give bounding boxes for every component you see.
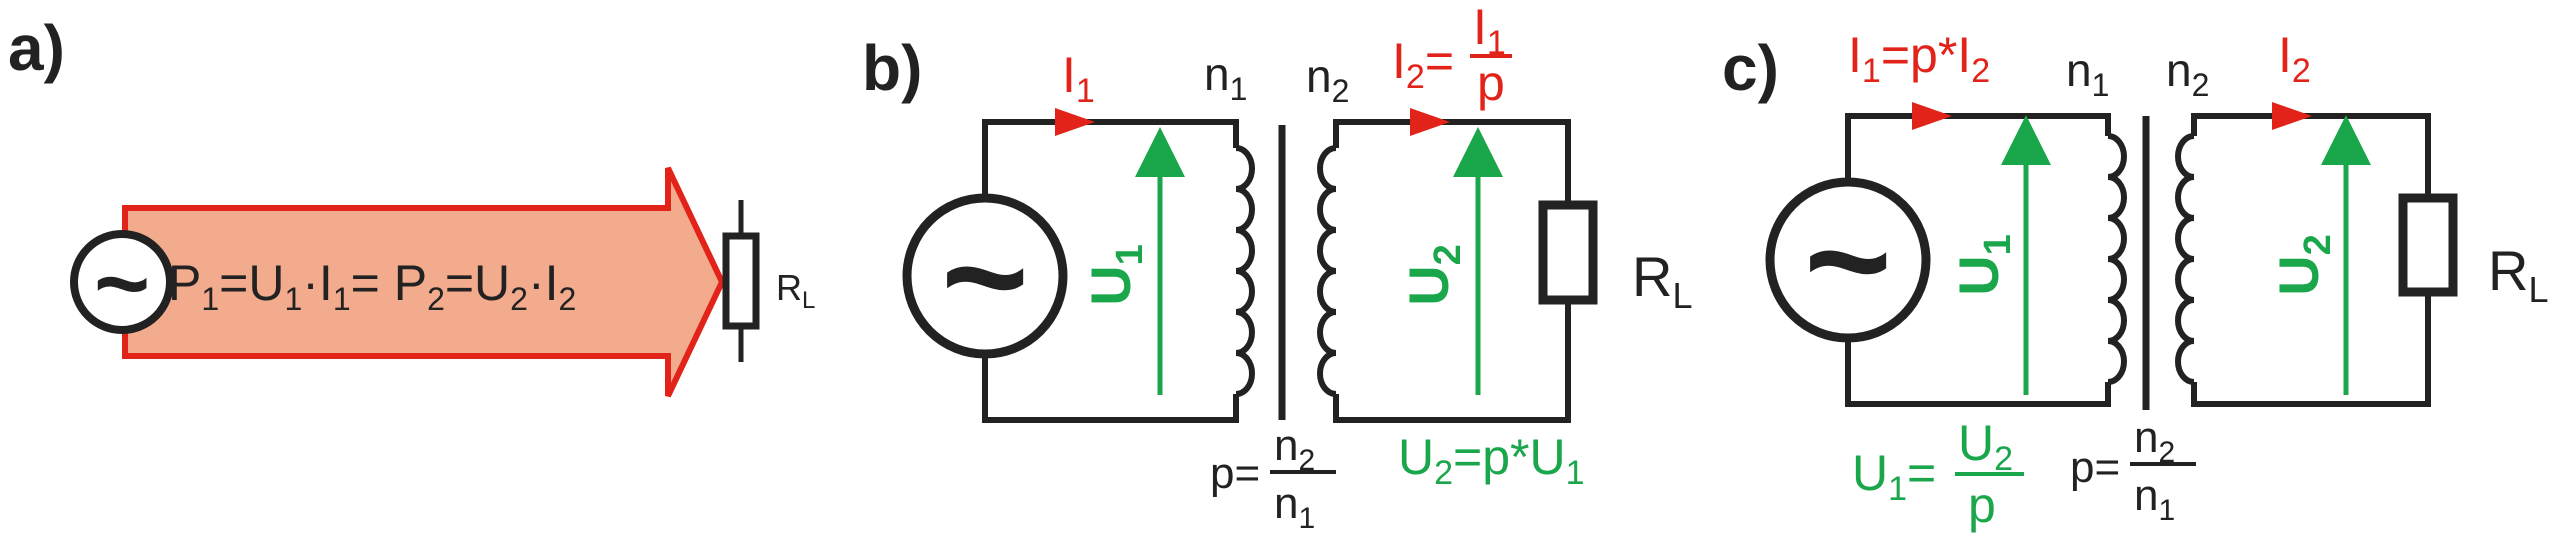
panel-b-u2-label: U2 — [1397, 244, 1469, 306]
panel-b-label: b) — [862, 32, 922, 104]
svg-text:p: p — [1477, 55, 1505, 111]
power-flow-arrow — [122, 166, 726, 398]
svg-text:U1=: U1= — [1852, 445, 1936, 508]
panel-c-n1-label: n1 — [2066, 44, 2109, 103]
panel-b-ac-source-icon: ~ — [902, 192, 1068, 360]
panel-b-i2-arrow — [1410, 108, 1450, 136]
svg-text:n2: n2 — [2134, 413, 2175, 469]
panel-c-i1-formula: I1=p*I2 — [1848, 27, 1990, 90]
panel-b-load-label: RL — [1632, 245, 1692, 316]
panel-b-i1-arrow — [1055, 108, 1095, 136]
panel-c-load-resistor — [2398, 193, 2458, 297]
panel-c-n2-label: n2 — [2166, 44, 2209, 103]
panel-b-n2-label: n2 — [1306, 50, 1349, 109]
svg-text:~: ~ — [1804, 176, 1892, 344]
panel-b-u2-formula: U2=p*U1 — [1398, 429, 1585, 492]
svg-text:~: ~ — [94, 230, 150, 337]
panel-b-u1-label: U1 — [1079, 244, 1151, 306]
panel-a-ac-source-icon: ~ — [70, 230, 174, 337]
panel-b-primary-circuit — [982, 119, 1255, 423]
panel-c-u1-formula: U1= U2 p — [1852, 415, 2024, 533]
panel-b-i1-label: I1 — [1062, 47, 1095, 110]
panel-c-turns-ratio-formula: p= n2 n1 — [2070, 413, 2196, 527]
panel-b-secondary-circuit — [1317, 119, 1571, 423]
panel-a-load-resistor — [722, 200, 760, 362]
panel-c-i1-arrow — [1912, 102, 1952, 130]
panel-b-load-resistor — [1538, 200, 1598, 305]
panel-c-label: c) — [1722, 32, 1779, 104]
svg-text:U2: U2 — [1958, 415, 2013, 478]
panel-c-u2-label: U2 — [2267, 234, 2339, 296]
svg-text:I1: I1 — [1473, 0, 1506, 62]
panel-a-label: a) — [8, 12, 65, 84]
svg-text:p=: p= — [2070, 443, 2120, 492]
panel-c-ac-source-icon: ~ — [1765, 176, 1931, 344]
panel-c: c) ~ RL I1=p*I2 n1 n2 I2 U1 U2 — [1722, 27, 2548, 533]
svg-text:n2: n2 — [1274, 421, 1315, 477]
svg-text:I2=: I2= — [1392, 33, 1454, 96]
panel-a-load-label: RL — [776, 267, 815, 314]
panel-b-n1-label: n1 — [1204, 48, 1247, 107]
panel-b: b) ~ RL I1 n1 n2 — [862, 0, 1692, 535]
svg-text:~: ~ — [941, 192, 1029, 360]
svg-text:n1: n1 — [2134, 471, 2175, 527]
panel-c-u1-label: U1 — [1947, 234, 2019, 296]
panel-c-load-label: RL — [2488, 239, 2548, 310]
power-equation: P1=U1·I1= P2=U2·I2 — [168, 255, 576, 317]
svg-text:n1: n1 — [1274, 479, 1315, 535]
panel-b-turns-ratio-formula: p= n2 n1 — [1210, 421, 1336, 535]
svg-text:p: p — [1968, 477, 1996, 533]
svg-text:p=: p= — [1210, 449, 1260, 498]
panel-c-i2-label: I2 — [2278, 27, 2311, 90]
panel-a: a) ~ P1=U1·I1= P2=U2·I2 RL — [8, 12, 815, 398]
panel-c-primary-circuit — [1845, 113, 2127, 407]
panel-c-i2-arrow — [2272, 102, 2312, 130]
panel-b-i2-formula: I2= I1 p — [1392, 0, 1512, 111]
